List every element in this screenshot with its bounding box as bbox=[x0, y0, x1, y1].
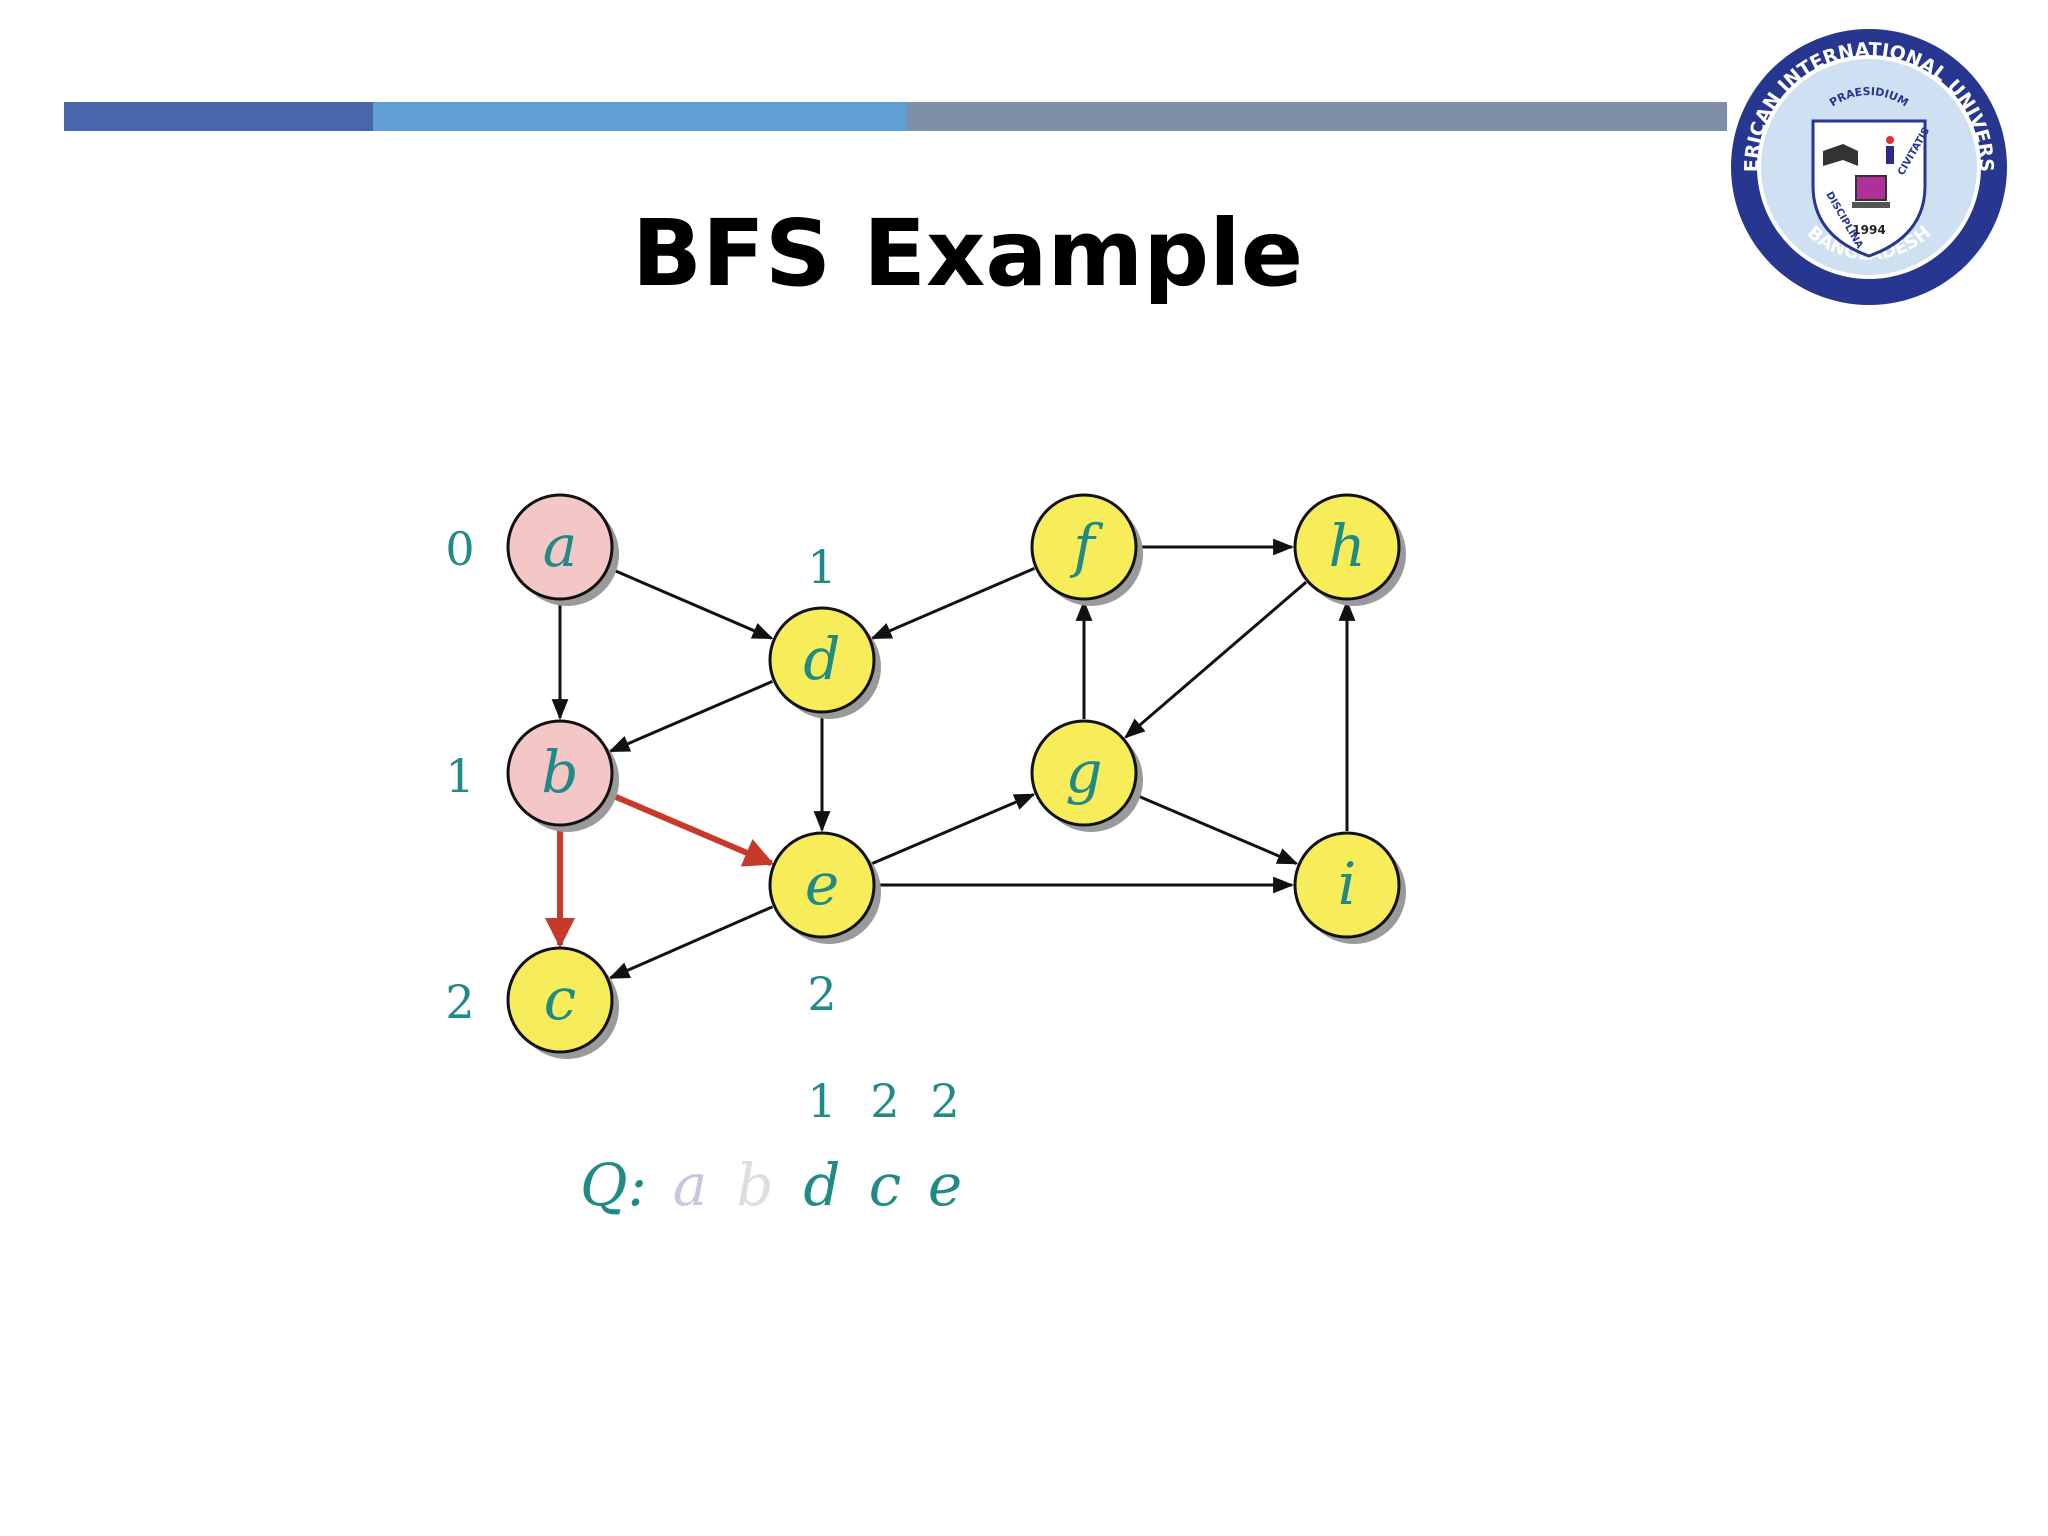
queue-item-d: d bbox=[803, 1151, 840, 1219]
edge-e-c bbox=[608, 905, 774, 980]
distance-label-b: 1 bbox=[445, 749, 474, 803]
node-i: i bbox=[1293, 831, 1406, 944]
edges-layer bbox=[545, 538, 1356, 980]
distance-label-e: 2 bbox=[807, 967, 836, 1021]
edge-h-g bbox=[1124, 581, 1308, 739]
queue-item-e: e bbox=[928, 1151, 962, 1219]
node-g-circle bbox=[1030, 719, 1138, 827]
edge-e-g bbox=[871, 793, 1036, 866]
edge-d-b bbox=[608, 680, 774, 753]
edge-b-e bbox=[608, 791, 775, 867]
node-h-label: h bbox=[1328, 512, 1365, 580]
node-c-label: c bbox=[544, 965, 576, 1033]
distance-label-a: 0 bbox=[445, 522, 474, 576]
node-a-label: a bbox=[543, 512, 578, 580]
svg-text:1994: 1994 bbox=[1852, 223, 1885, 237]
nodes-layer: a b c d e f g h i bbox=[506, 493, 1406, 1059]
queue-distance-c: 2 bbox=[870, 1074, 899, 1128]
node-h: h bbox=[1293, 493, 1406, 606]
queue-item-b: b bbox=[736, 1151, 773, 1219]
edge-a-d bbox=[608, 567, 774, 640]
edge-f-d bbox=[870, 567, 1036, 640]
node-i-circle bbox=[1293, 831, 1401, 939]
node-g-label: g bbox=[1065, 738, 1102, 806]
node-d-label: d bbox=[803, 625, 840, 693]
header-bar-segment-gray bbox=[907, 102, 1727, 131]
header-bar-segment-dark-blue bbox=[64, 102, 373, 131]
node-d: d bbox=[768, 606, 881, 719]
node-b: b bbox=[506, 719, 619, 832]
node-d-circle bbox=[768, 606, 876, 714]
header-bar-segment-light-blue bbox=[373, 102, 907, 131]
node-b-label: b bbox=[541, 738, 578, 806]
node-h-circle bbox=[1293, 493, 1401, 601]
distance-label-d: 1 bbox=[807, 540, 836, 594]
node-e-circle bbox=[768, 831, 876, 939]
node-g: g bbox=[1030, 719, 1143, 832]
node-c: c bbox=[506, 946, 619, 1059]
slide-title: BFS Example bbox=[631, 200, 1304, 307]
node-e: e bbox=[768, 831, 881, 944]
distance-label-c: 2 bbox=[445, 975, 474, 1029]
node-f-circle bbox=[1030, 493, 1138, 601]
computer-icon bbox=[1855, 175, 1887, 201]
node-b-circle bbox=[506, 719, 614, 827]
queue-item-c: c bbox=[869, 1151, 901, 1219]
book-icon bbox=[1823, 144, 1858, 166]
node-i-label: i bbox=[1338, 850, 1357, 918]
edge-g-i bbox=[1133, 792, 1299, 865]
university-seal-logo: AMERICAN INTERNATIONAL UNIVERSITY BANGLA… bbox=[1728, 26, 2007, 305]
candle-icon bbox=[1886, 146, 1894, 164]
node-c-circle bbox=[506, 946, 614, 1054]
queue-label: Q: bbox=[580, 1151, 647, 1219]
queue-item-a: a bbox=[673, 1151, 708, 1219]
node-e-label: e bbox=[805, 850, 839, 918]
distance-labels-layer: 0 1 2 1 2 bbox=[445, 522, 836, 1029]
node-f: f bbox=[1030, 493, 1143, 606]
node-a-circle bbox=[506, 493, 614, 601]
queue-distance-e: 2 bbox=[930, 1074, 959, 1128]
node-a: a bbox=[506, 493, 619, 606]
queue-distance-d: 1 bbox=[807, 1074, 836, 1128]
